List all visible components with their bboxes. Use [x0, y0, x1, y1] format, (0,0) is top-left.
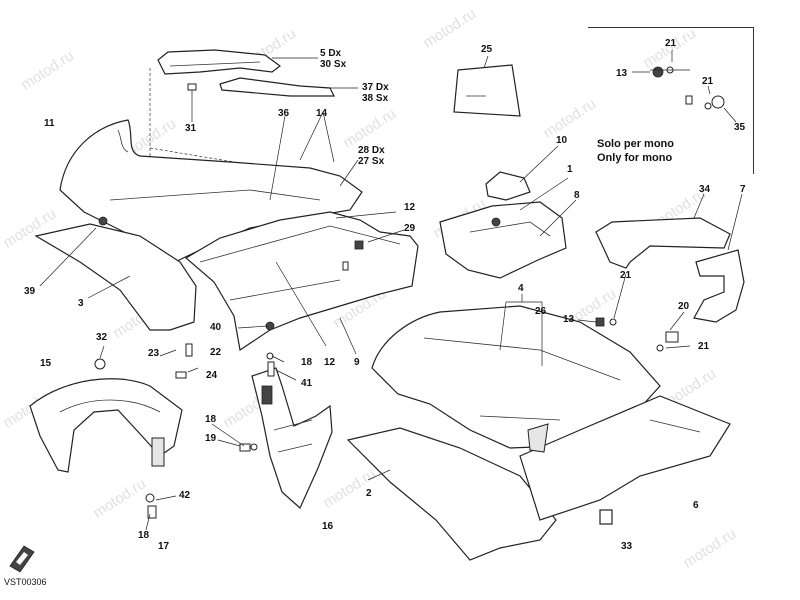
callout-40: 40 — [210, 322, 222, 333]
side-panel-part — [34, 223, 197, 331]
callout-34: 34 — [699, 184, 711, 195]
callout-13-right: 13 — [563, 314, 575, 325]
inner-fairing-part — [184, 211, 419, 352]
callout-8: 8 — [574, 190, 580, 201]
fairing-bracket-part — [251, 367, 333, 509]
leader-lines — [39, 50, 743, 531]
callout-32: 32 — [96, 332, 108, 343]
callout-15: 15 — [40, 358, 52, 369]
callout-14: 14 — [316, 108, 328, 119]
belly-pan-part — [346, 427, 557, 561]
bolt-31 — [187, 83, 197, 104]
callout-36: 36 — [278, 108, 290, 119]
callout-6: 6 — [693, 500, 699, 511]
callout-29: 29 — [404, 223, 416, 234]
callout-text: 28 Dx 27 Sx — [358, 145, 385, 167]
callout-33: 33 — [621, 541, 633, 552]
tab-33 — [599, 509, 613, 525]
callout-21-right: 21 — [620, 270, 632, 281]
callout-text: 5 Dx 30 Sx — [320, 48, 347, 70]
callout-3: 3 — [78, 298, 84, 309]
callout-12-lower: 12 — [324, 357, 336, 368]
tail-cover-part — [157, 49, 282, 75]
callout-5-30: 5 Dx 30 Sx — [320, 48, 346, 70]
callout-25: 25 — [481, 44, 493, 55]
callout-17: 17 — [158, 541, 170, 552]
bracket-7 — [693, 249, 745, 323]
callout-39: 39 — [24, 286, 36, 297]
callout-31: 31 — [185, 123, 197, 134]
stamp-icon — [9, 545, 35, 573]
callout-19: 19 — [205, 433, 217, 444]
callout-2: 2 — [366, 488, 372, 499]
callout-9: 9 — [354, 357, 360, 368]
callout-23: 23 — [148, 348, 160, 359]
fuel-tank-cover-part — [371, 305, 661, 449]
callout-37-38: 37 Dx 38 Sx — [362, 82, 389, 104]
callout-21-mid: 21 — [702, 76, 714, 87]
callout-22: 22 — [210, 347, 222, 358]
callout-16: 16 — [322, 521, 334, 532]
tail-side-part — [595, 217, 731, 269]
callout-13-top: 13 — [616, 68, 628, 79]
callout-text: 37 Dx 38 Sx — [362, 82, 389, 104]
callout-18-left: 18 — [205, 414, 217, 425]
callout-24: 24 — [206, 370, 218, 381]
fastener-group — [94, 66, 725, 519]
diagram-code: VST00306 — [4, 577, 47, 587]
inset-note-line1: Solo per mono — [597, 138, 674, 150]
callout-1: 1 — [567, 164, 573, 175]
inset-note: Solo per mono Only for mono — [597, 137, 674, 165]
callout-35: 35 — [734, 122, 746, 133]
reflector-17 — [151, 437, 165, 467]
callout-11: 11 — [44, 118, 55, 129]
callout-26: 26 — [535, 306, 547, 317]
callout-28-27: 28 Dx 27 Sx — [358, 145, 385, 167]
inner-cover-part — [439, 201, 567, 279]
callout-4: 4 — [518, 283, 524, 294]
mono-inset-frame — [588, 27, 754, 174]
bracket-10 — [485, 171, 531, 201]
callout-21-top: 21 — [665, 38, 677, 49]
callout-21-lower: 21 — [698, 341, 710, 352]
callout-20: 20 — [678, 301, 690, 312]
callout-18-bottom: 18 — [138, 530, 150, 541]
callout-42: 42 — [179, 490, 191, 501]
callout-7: 7 — [740, 184, 746, 195]
lower-right-panel-part — [519, 395, 731, 521]
inset-note-line2: Only for mono — [597, 152, 673, 164]
callout-41: 41 — [301, 378, 313, 389]
label-plate-part — [453, 64, 521, 117]
callout-18-mid: 18 — [301, 357, 313, 368]
side-strip-part — [219, 77, 335, 97]
callout-10: 10 — [556, 135, 568, 146]
fastener-39 — [98, 216, 108, 226]
callout-12-upper: 12 — [404, 202, 416, 213]
upper-fairing-part — [59, 119, 363, 263]
front-fender-part — [29, 378, 183, 473]
